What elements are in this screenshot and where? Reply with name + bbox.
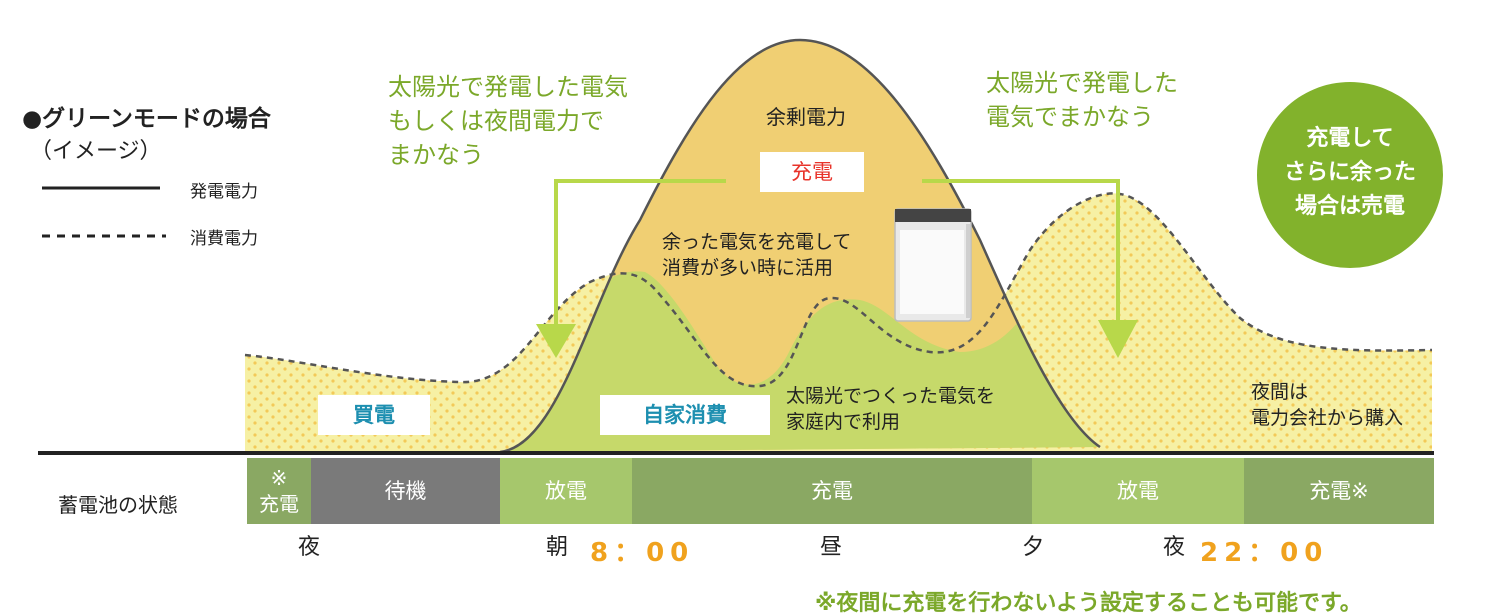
charge-note: 余った電気を充電して 消費が多い時に活用 bbox=[662, 229, 851, 281]
time-night-clock: 22：00 bbox=[1200, 532, 1328, 569]
footnote: ※夜間に充電を行わないよう設定することも可能です。 bbox=[815, 585, 1362, 616]
time-noon: 昼 bbox=[820, 529, 842, 561]
battery-unit-image bbox=[895, 209, 971, 321]
state-discharge-evening: 放電 bbox=[1032, 458, 1244, 524]
state-discharge-morning: 放電 bbox=[500, 458, 632, 524]
time-night-right: 夜 bbox=[1163, 529, 1185, 561]
charge-box: 充電 bbox=[760, 152, 864, 192]
surplus-label: 余剰電力 bbox=[766, 101, 846, 130]
self-use-note: 太陽光でつくった電気を 家庭内で利用 bbox=[786, 383, 995, 435]
legend-generation-label: 発電電力 bbox=[190, 177, 258, 202]
time-morning-clock: 8：00 bbox=[590, 532, 694, 569]
state-charge-day: 充電 bbox=[632, 458, 1032, 524]
legend-consumption-label: 消費電力 bbox=[190, 224, 258, 249]
time-night-left: 夜 bbox=[298, 529, 320, 561]
battery-state-label: 蓄電池の状態 bbox=[58, 489, 178, 518]
legend-title: ●グリーンモードの場合 bbox=[22, 99, 271, 133]
self-consumption-box: 自家消費 bbox=[600, 395, 770, 435]
legend-subtitle: （イメージ） bbox=[30, 133, 162, 165]
right-source-note: 太陽光で発電した 電気でまかなう bbox=[986, 66, 1178, 134]
sell-badge-text: 充電して さらに余った 場合は売電 bbox=[1257, 122, 1443, 224]
state-standby: 待機 bbox=[311, 458, 500, 524]
state-charge-night: ※ 充電 bbox=[247, 458, 311, 524]
time-morning: 朝 bbox=[546, 529, 568, 561]
state-charge-late-night: 充電※ bbox=[1244, 458, 1434, 524]
left-source-note: 太陽光で発電した電気 もしくは夜間電力で まかなう bbox=[388, 70, 628, 172]
time-evening: 夕 bbox=[1022, 529, 1044, 561]
buy-box: 買電 bbox=[318, 395, 430, 435]
night-note: 夜間は 電力会社から購入 bbox=[1251, 379, 1403, 431]
